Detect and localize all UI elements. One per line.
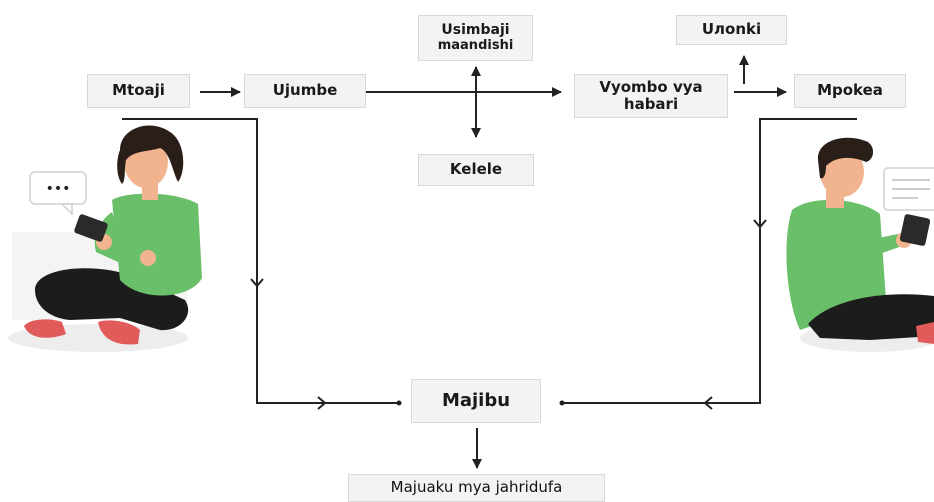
speech-bubble-icon: ••• — [29, 171, 87, 216]
channel-box: Vyombo vya habari — [574, 74, 728, 118]
bubble-dots: ••• — [46, 181, 71, 197]
receiver-label: Mpokea — [817, 81, 883, 100]
sender-illustration: ••• — [8, 125, 202, 352]
feedback-box: Majibu — [411, 379, 541, 423]
decoding-box: Uлonki — [676, 15, 787, 45]
decoding-label: Uлonki — [701, 20, 762, 39]
sender-label: Mtoaji — [112, 81, 165, 100]
journal-box: Majuaku mya jahridufa — [348, 474, 605, 502]
message-label: Ujumbe — [272, 81, 338, 100]
message-box: Ujumbe — [244, 74, 366, 108]
channel-label-line1: Vyombo vya — [599, 77, 703, 96]
noise-label: Kelele — [449, 160, 503, 179]
channel-label-line2: habari — [623, 95, 679, 113]
receiver-box: Mpokea — [794, 74, 906, 108]
sender-box: Mtoaji — [87, 74, 190, 108]
connectors — [122, 55, 857, 469]
receiver-illustration — [786, 137, 934, 352]
encoding-box: Usimbaji maandishi — [418, 15, 533, 61]
noise-box: Kelele — [418, 154, 534, 186]
encoding-label-line2: maandishi — [437, 37, 514, 53]
message-card-icon — [883, 167, 934, 211]
journal-label: Majuaku mya jahridufa — [390, 478, 563, 497]
feedback-label: Majibu — [441, 389, 511, 411]
encoding-label-line1: Usimbaji — [441, 22, 510, 39]
